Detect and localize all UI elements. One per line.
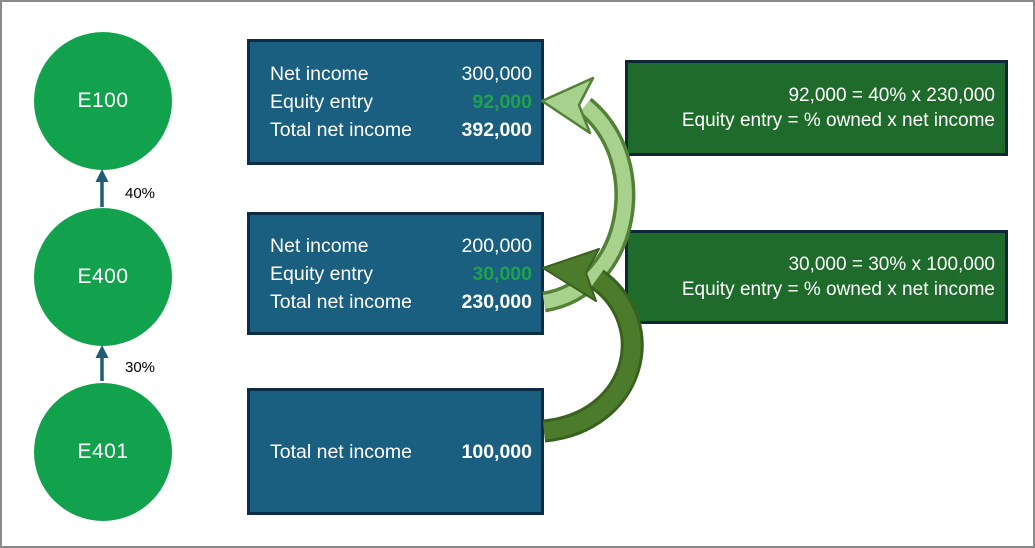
total-value: 100,000 [461, 440, 533, 463]
ownership-arrow-e401-to-e400 [95, 345, 109, 381]
ownership-arrow-e400-to-e100 [95, 169, 109, 207]
row-label: Equity entry [270, 262, 373, 285]
ownership-pct-e401-e400: 30% [125, 359, 156, 376]
total-value: 392,000 [461, 119, 533, 141]
entity-label: E401 [77, 440, 129, 463]
income-row: Total net income 230,000 [270, 288, 532, 316]
row-label: Total net income [270, 440, 412, 463]
income-box-e401: Total net income 100,000 [247, 388, 544, 515]
income-box-e100: Net income 300,000 Equity entry 92,000 T… [247, 39, 544, 165]
entity-label: E100 [77, 89, 129, 112]
entity-node-e400: E400 [34, 208, 172, 346]
income-row: Total net income 392,000 [270, 116, 532, 144]
equity-entry-value: 30,000 [472, 262, 532, 285]
row-label: Equity entry [270, 91, 373, 113]
row-label: Net income [270, 234, 369, 257]
row-value: 200,000 [461, 234, 533, 257]
income-row: Equity entry 30,000 [270, 260, 532, 288]
curved-arrow-230000-to-92000 [540, 76, 636, 313]
income-row: Net income 300,000 [270, 60, 532, 88]
income-box-e400: Net income 200,000 Equity entry 30,000 T… [247, 212, 544, 335]
income-row: Equity entry 92,000 [270, 88, 532, 116]
callout-equity-30000: 30,000 = 30% x 100,000 Equity entry = % … [625, 230, 1008, 324]
callout-formula-line: 92,000 = 40% x 230,000 [788, 84, 995, 106]
callout-rule-line: Equity entry = % owned x net income [681, 110, 995, 131]
row-label: Net income [270, 63, 369, 85]
income-row: Total net income 100,000 [270, 438, 532, 466]
entity-node-e100: E100 [34, 32, 172, 170]
ownership-pct-e400-e100: 40% [125, 185, 156, 202]
curved-arrow-100000-to-30000 [542, 248, 644, 443]
callout-formula-line: 30,000 = 30% x 100,000 [788, 253, 995, 275]
total-value: 230,000 [461, 290, 533, 313]
callout-rule-line: Equity entry = % owned x net income [681, 279, 995, 300]
equity-entry-value: 92,000 [472, 91, 532, 113]
entity-label: E400 [77, 265, 129, 288]
row-label: Total net income [270, 290, 412, 313]
callout-equity-92000: 92,000 = 40% x 230,000 Equity entry = % … [625, 60, 1008, 156]
row-label: Total net income [270, 119, 412, 141]
row-value: 300,000 [461, 63, 533, 85]
entity-node-e401: E401 [34, 383, 172, 521]
income-row: Net income 200,000 [270, 232, 532, 260]
